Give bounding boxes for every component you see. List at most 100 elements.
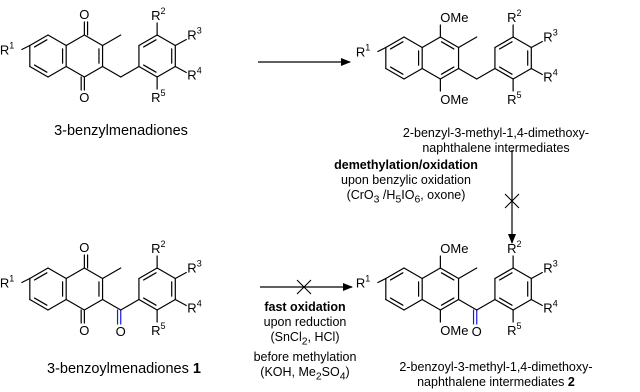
bond-r4 [530,67,543,76]
bond-methyl [101,267,122,280]
bond-methyl [457,36,478,49]
label-r4: R4 [187,66,201,83]
bond-aryl [138,267,158,280]
bond-r3 [530,271,543,280]
bond-r1 [377,46,387,53]
bond-methyl [457,267,478,280]
bond-benzo [403,67,423,80]
bond-aryl [138,34,158,47]
bond-aryl-link [120,298,140,311]
bond-aryl-double [499,272,513,281]
bond-aryl-link [120,65,140,78]
bond-aryl [156,34,176,47]
bond-ring2 [439,267,460,280]
bond-benzo-double [389,297,404,306]
caption-benzoyl-intermediates-line1: 2-benzoyl-3-methyl-1,4-dimethoxy- [399,360,593,374]
label-ome-top: OMe [440,241,468,256]
bond-aryl [138,65,158,78]
label-r3: R3 [543,259,557,276]
bond-aryl-double [499,41,513,50]
bond-ring2-double [440,41,455,50]
label-r2: R2 [151,6,165,23]
atom-o-bottom: O [79,323,89,338]
bond-ring2 [439,36,460,49]
bond-aryl [494,67,514,80]
label-ome-bottom: OMe [440,92,468,107]
label-ome-bottom: OMe [440,323,468,338]
bond-aryl-link [476,67,496,80]
conditions-fast-oxidation-line4: (KOH, Me2SO4) [260,364,350,383]
bond-aryl [512,267,532,280]
bond-benzo [403,36,423,49]
bond-ring2 [421,67,441,80]
atom-o-top: O [79,7,89,22]
label-r3: R3 [543,28,557,45]
bond-benzo [47,34,67,47]
bond-aryl [156,65,176,78]
conditions-fast-oxidation-line2: (SnCl2, HCl) [270,330,340,348]
bond-linker [457,67,478,80]
bond-ring2-double [440,272,455,281]
bond-aryl [156,267,176,280]
conditions-demethylation: demethylation/oxidation upon benzylic ox… [300,158,512,208]
bond-r4 [174,65,187,74]
bond-benzo [29,267,49,280]
label-r2: R2 [507,8,521,25]
bond-linker [457,298,478,311]
label-r1: R1 [356,43,370,60]
bond-benzo [29,34,49,47]
caption-benzoylmenadiones: 3-benzoylmenadiones 1 [0,362,248,377]
caption-benzyl-intermediates-line2: naphthalene intermediates [422,141,570,155]
bond-ring2 [65,34,85,47]
bond-benzo [47,298,67,311]
bond-aryl [512,36,532,49]
atom-o-carbonyl: O [116,324,126,339]
caption-benzoyl-intermediates-line2: naphthalene intermediates [417,375,565,389]
conditions-demethylation-line1: upon benzylic oxidation [341,173,471,187]
bond-aryl-double [499,66,513,75]
bond-aryl-double [499,297,513,306]
bond-aryl-double [143,64,157,73]
bond-ring2 [83,267,104,280]
bond-aryl-double [143,297,157,306]
bond-ring2 [421,267,441,280]
label-r3: R3 [187,26,201,43]
caption-benzoylmenadiones-text: 3-benzoylmenadiones [47,361,189,377]
bond-benzo-double [389,41,404,50]
bond-ring2 [439,67,460,80]
cross-mark-horizontal [296,279,312,295]
label-r5: R5 [507,90,521,107]
bond-benzo [385,36,405,49]
bond-r1 [377,277,387,284]
label-r1: R1 [0,274,14,291]
label-r2: R2 [507,239,521,256]
bond-benzo [403,267,423,280]
bond-benzo-double [389,272,404,281]
bond-benzo [403,298,423,311]
bond-benzo [29,298,49,311]
label-r1: R1 [356,274,370,291]
bond-aryl [494,267,514,280]
bond-r3 [174,271,187,280]
bond-ring2 [421,298,441,311]
bond-ring2-double [440,66,455,75]
caption-benzylmenadiones: 3-benzylmenadiones [54,123,188,139]
bond-ring2-double [440,297,455,306]
conditions-fast-oxidation-line3: before methylation [253,349,357,364]
bond-aryl [512,298,532,311]
bond-ring2 [65,298,85,311]
caption-benzoyl-intermediates: 2-benzoyl-3-methyl-1,4-dimethoxy- naphth… [352,360,640,390]
bond-aryl-double [143,272,157,281]
bond-linker [101,65,122,78]
atom-o-carbonyl: O [472,324,482,339]
bond-ring2 [83,34,104,47]
bond-benzo-double [33,297,48,306]
conditions-fast-oxidation-line1: upon reduction [263,315,347,329]
caption-benzyl-intermediates: 2-benzyl-3-methyl-1,4-dimethoxy- naphtha… [352,126,640,156]
caption-benzyl-intermediates-line1: 2-benzyl-3-methyl-1,4-dimethoxy- [402,126,590,140]
